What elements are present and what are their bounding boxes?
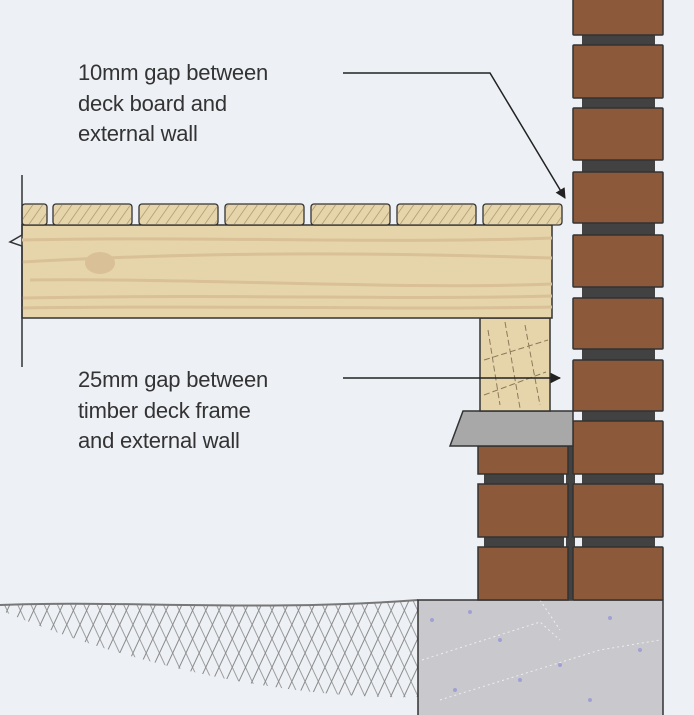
deck-board-grain bbox=[398, 205, 475, 224]
brick bbox=[572, 234, 664, 288]
deck-board bbox=[396, 203, 477, 226]
deck-board bbox=[138, 203, 219, 226]
outer-brick-wall bbox=[572, 0, 664, 601]
deck-board bbox=[482, 203, 563, 226]
deck-boards bbox=[21, 203, 563, 226]
annotation-line: and external wall bbox=[78, 428, 240, 453]
brick bbox=[572, 297, 664, 350]
timber-bearer bbox=[479, 317, 551, 412]
brick bbox=[572, 359, 664, 412]
deck-board-grain bbox=[140, 205, 217, 224]
deck-board-grain bbox=[23, 205, 46, 224]
deck-joist bbox=[21, 224, 553, 319]
deck-board bbox=[224, 203, 305, 226]
brick bbox=[572, 0, 664, 36]
deck-board-grain bbox=[54, 205, 131, 224]
deck-board bbox=[21, 203, 48, 226]
deck-board-grain bbox=[484, 205, 561, 224]
brick bbox=[572, 546, 664, 601]
annotation-deck-board-gap: 10mm gap between deck board and external… bbox=[78, 58, 268, 150]
ground-soil bbox=[0, 599, 419, 698]
concrete-foundation bbox=[417, 599, 664, 715]
leader-arrow-deck-board-gap bbox=[343, 72, 566, 199]
deck-board-grain bbox=[226, 205, 303, 224]
brick bbox=[572, 44, 664, 99]
inner-brick-leaf bbox=[477, 440, 575, 601]
annotation-line: 10mm gap between bbox=[78, 60, 269, 85]
sill-flashing bbox=[448, 410, 574, 447]
deck-board bbox=[52, 203, 133, 226]
annotation-line: timber deck frame bbox=[78, 397, 251, 423]
brick bbox=[572, 420, 664, 475]
annotation-line: external wall bbox=[78, 121, 198, 146]
brick bbox=[572, 107, 664, 161]
section-break-line bbox=[8, 175, 23, 367]
annotation-frame-gap: 25mm gap between timber deck frame and e… bbox=[78, 365, 268, 457]
annotation-line: 25mm gap between bbox=[78, 367, 269, 392]
deck-board bbox=[310, 203, 391, 226]
brick bbox=[572, 483, 664, 538]
annotation-line: deck board and bbox=[78, 90, 227, 116]
deck-board-grain bbox=[312, 205, 389, 224]
brick bbox=[572, 171, 664, 224]
